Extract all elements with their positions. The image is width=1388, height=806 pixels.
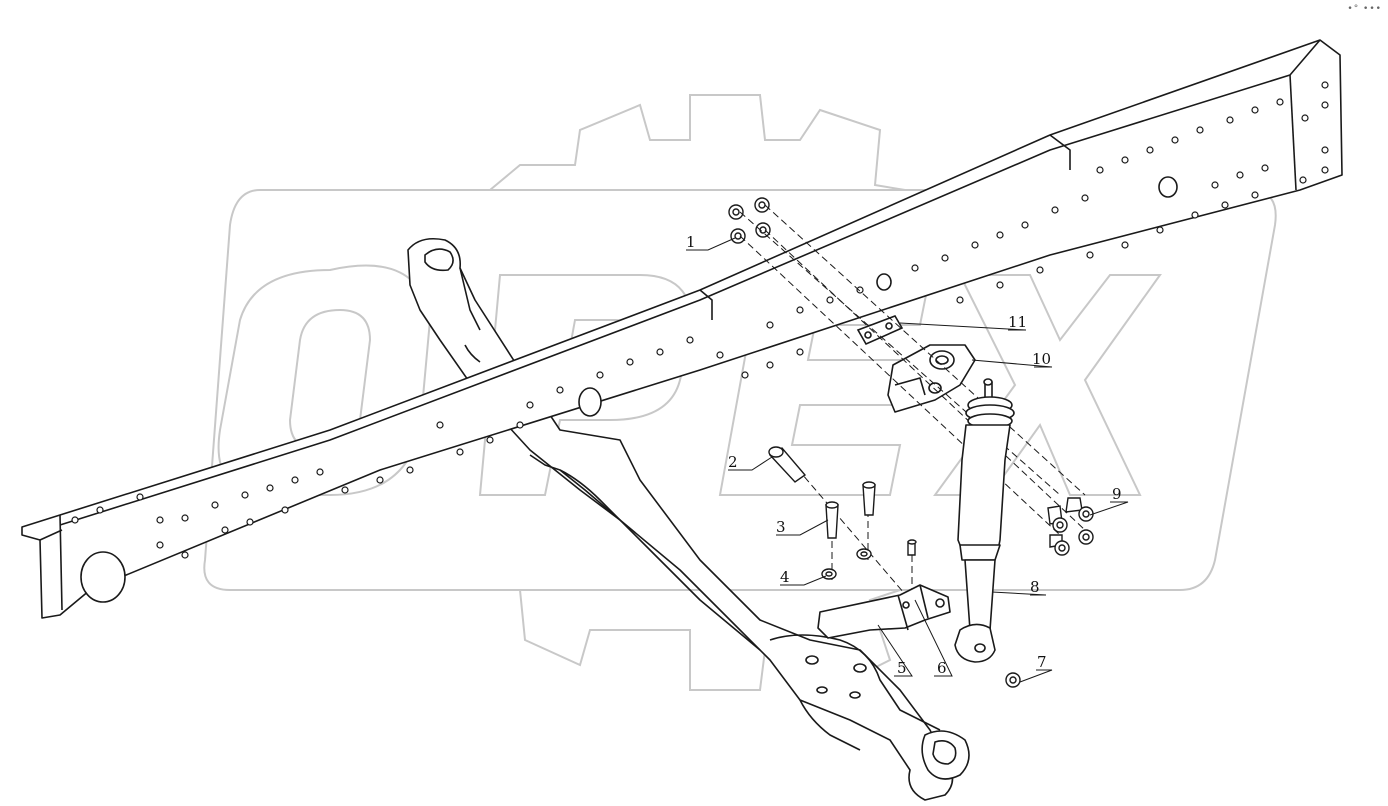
bolts-group-3 <box>825 481 876 539</box>
leader-lines <box>686 237 1129 683</box>
callout-8: 8 <box>1030 578 1040 596</box>
grease-nipple <box>907 539 917 556</box>
callout-11: 11 <box>1008 313 1027 331</box>
axle-beam <box>407 237 970 801</box>
callout-labels: 1 2 3 4 5 6 7 8 9 10 11 <box>686 233 1122 677</box>
corner-mark: •° ••• <box>1347 4 1382 14</box>
nuts-group-1 <box>728 197 771 244</box>
callout-4: 4 <box>780 568 790 586</box>
watermark-outer-frame <box>203 189 1277 591</box>
bolt-2 <box>768 446 807 483</box>
bolts-group-9 <box>1047 497 1094 556</box>
callout-5: 5 <box>897 659 907 677</box>
callout-6: 6 <box>937 659 947 677</box>
callout-2: 2 <box>728 453 738 471</box>
callout-3: 3 <box>776 518 786 536</box>
callout-10: 10 <box>1032 350 1051 368</box>
lower-bracket <box>817 584 951 639</box>
callout-9: 9 <box>1112 485 1122 503</box>
callout-7: 7 <box>1037 653 1047 671</box>
shock-absorber <box>954 378 1015 663</box>
nut-7 <box>1005 672 1021 688</box>
watermark-letter-x <box>933 274 1162 496</box>
mounting-plate <box>856 315 904 346</box>
washers-group-4 <box>821 548 872 580</box>
frame-rail <box>21 39 1343 619</box>
frame-rail-holes <box>71 81 1329 559</box>
watermark-gear-top <box>489 94 906 191</box>
watermark-gear-bottom <box>480 589 901 692</box>
callout-1: 1 <box>686 233 696 251</box>
